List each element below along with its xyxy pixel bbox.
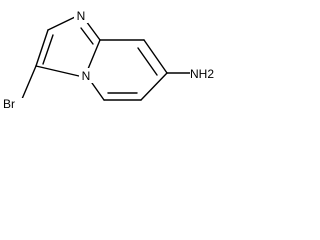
atom-label-nh2: NH2 [190, 67, 214, 81]
bond-c7-c6 [140, 72, 168, 101]
bonds [21, 16, 191, 101]
bond-c2-n1 [47, 16, 76, 31]
bond-c3-c2-double [42, 34, 54, 65]
bond-n1-c8a-double [80, 27, 94, 45]
bond-c3-c2 [35, 29, 49, 67]
bond-c8-c7 [143, 39, 168, 74]
atom-label-br: Br [3, 97, 15, 110]
atom-label-n4: N [82, 69, 91, 83]
atom-label-n1: N [77, 9, 86, 23]
bond-c8a-n4 [87, 39, 101, 70]
bond-n1-c8a [85, 20, 101, 41]
bond-c5-n4 [91, 82, 105, 101]
molecule-structure: N N Br NH2 [2, 8, 226, 110]
bond-n4-c3 [35, 65, 80, 77]
bond-c8-c7-double [137, 47, 158, 76]
bond-c3-br [21, 65, 37, 100]
atom-labels: N N Br NH2 [2, 8, 226, 110]
structure-canvas: N N Br NH2 [0, 0, 226, 110]
